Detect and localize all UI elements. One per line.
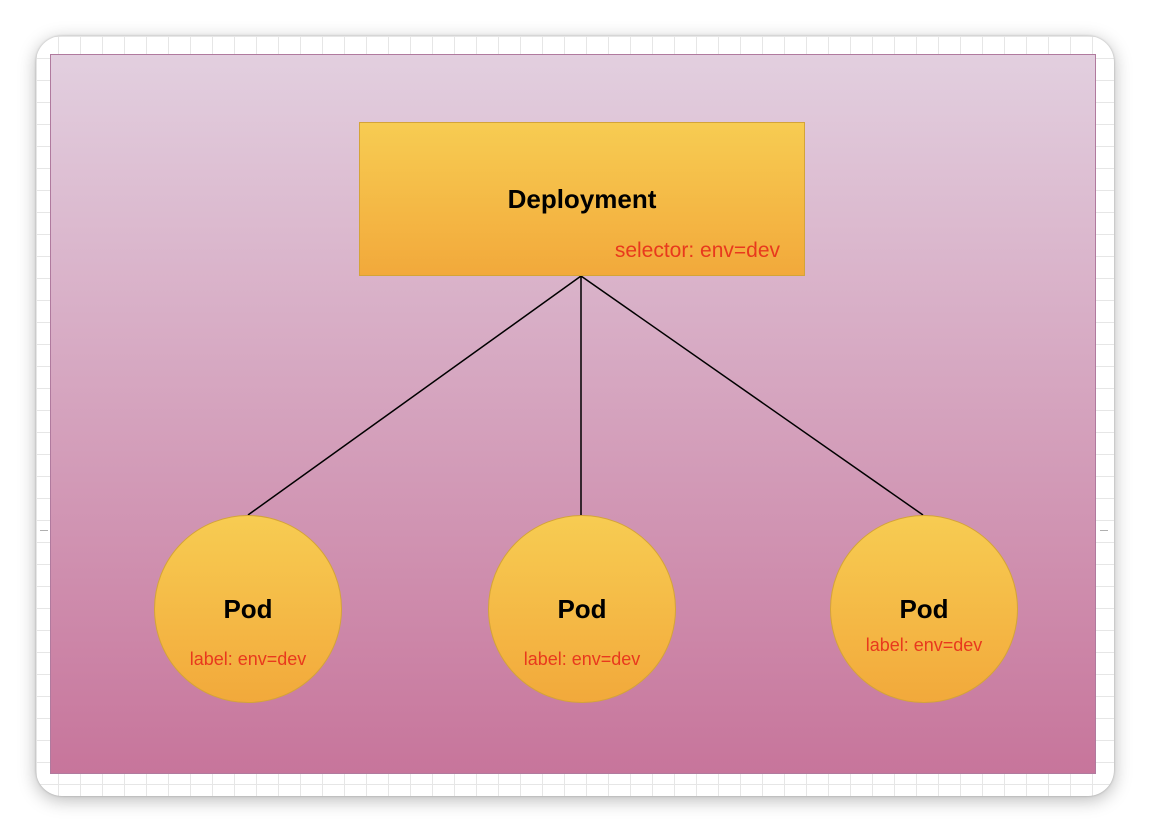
pod-node-3[interactable]: Pod label: env=dev [830, 515, 1018, 703]
canvas-edge-marker-left [40, 530, 48, 531]
pod-label-3: label: env=dev [865, 635, 983, 655]
connector-layer [247, 275, 924, 516]
diagram-container: Deployment selector: env=dev Pod label: … [50, 54, 1096, 774]
deployment-node[interactable]: Deployment selector: env=dev [359, 122, 805, 276]
deployment-title: Deployment [507, 184, 657, 214]
canvas-edge-marker-right [1100, 530, 1108, 531]
pod-label-2: label: env=dev [523, 649, 641, 669]
pod-node-1[interactable]: Pod label: env=dev [154, 515, 342, 703]
pod-node-2[interactable]: Pod label: env=dev [488, 515, 676, 703]
pod-title-3: Pod [899, 594, 949, 624]
edge-deployment-pod3 [580, 275, 924, 516]
deployment-selector: selector: env=dev [614, 239, 780, 262]
edge-deployment-pod1 [247, 275, 582, 516]
pod-title-2: Pod [557, 594, 607, 624]
diagram-canvas: Deployment selector: env=dev Pod label: … [36, 36, 1114, 796]
pod-label-1: label: env=dev [189, 649, 307, 669]
pod-title-1: Pod [223, 594, 273, 624]
